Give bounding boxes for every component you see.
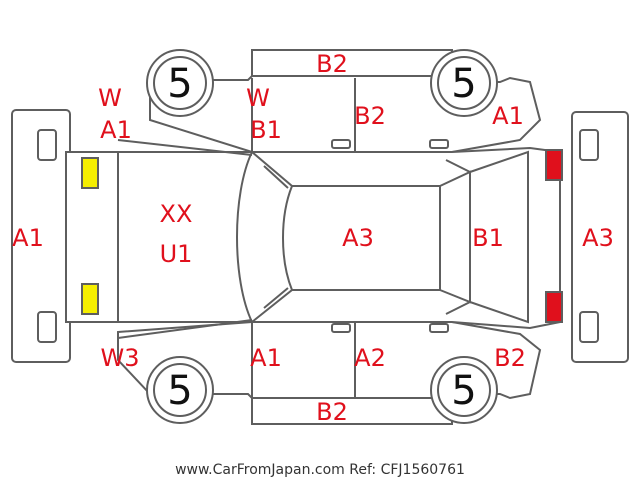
wheel-top-right-rating: 5 — [451, 61, 476, 107]
wheel-top-right: 5 — [430, 49, 498, 117]
label-top-rear-door: B2 — [354, 102, 386, 130]
label-bottom-front-fender: W3 — [101, 344, 140, 372]
label-bottom-rear-fender: B2 — [494, 344, 526, 372]
label-bottom-front-door: A1 — [250, 344, 282, 372]
rear-bumper — [571, 111, 629, 363]
label-top-w-pillar: W — [246, 84, 270, 112]
wheel-bottom-right-rating: 5 — [451, 368, 476, 414]
label-front-bumper: A1 — [12, 224, 44, 252]
wheel-bottom-left: 5 — [146, 356, 214, 424]
headlight-left — [81, 157, 99, 189]
label-bottom-door-strip: B2 — [316, 398, 348, 426]
taillight-right — [545, 291, 563, 323]
taillight-left — [545, 149, 563, 181]
label-hood-line2: U1 — [160, 240, 193, 268]
wheel-bottom-right: 5 — [430, 356, 498, 424]
label-roof: A3 — [342, 224, 374, 252]
label-top-w-front: W — [98, 84, 122, 112]
wheel-top-left: 5 — [146, 49, 214, 117]
wheel-bottom-left-rating: 5 — [167, 368, 192, 414]
headlight-right — [81, 283, 99, 315]
label-rear-glass: B1 — [472, 224, 504, 252]
leader-line-front — [117, 139, 253, 156]
label-top-door-strip: B2 — [316, 50, 348, 78]
leader-line-rear — [117, 319, 253, 339]
label-hood-line1: XX — [160, 200, 193, 228]
label-top-a1-front: A1 — [100, 116, 132, 144]
wheel-top-left-rating: 5 — [167, 61, 192, 107]
bottom-door-strip — [251, 397, 453, 425]
label-rear-bumper: A3 — [582, 224, 614, 252]
source-reference: www.CarFromJapan.com Ref: CFJ1560761 — [175, 462, 465, 478]
top-door-strip — [251, 49, 453, 77]
label-top-b1-pillar: B1 — [250, 116, 282, 144]
car-body-top-view — [65, 146, 561, 330]
label-top-rear-fender: A1 — [492, 102, 524, 130]
label-bottom-rear-door: A2 — [354, 344, 386, 372]
